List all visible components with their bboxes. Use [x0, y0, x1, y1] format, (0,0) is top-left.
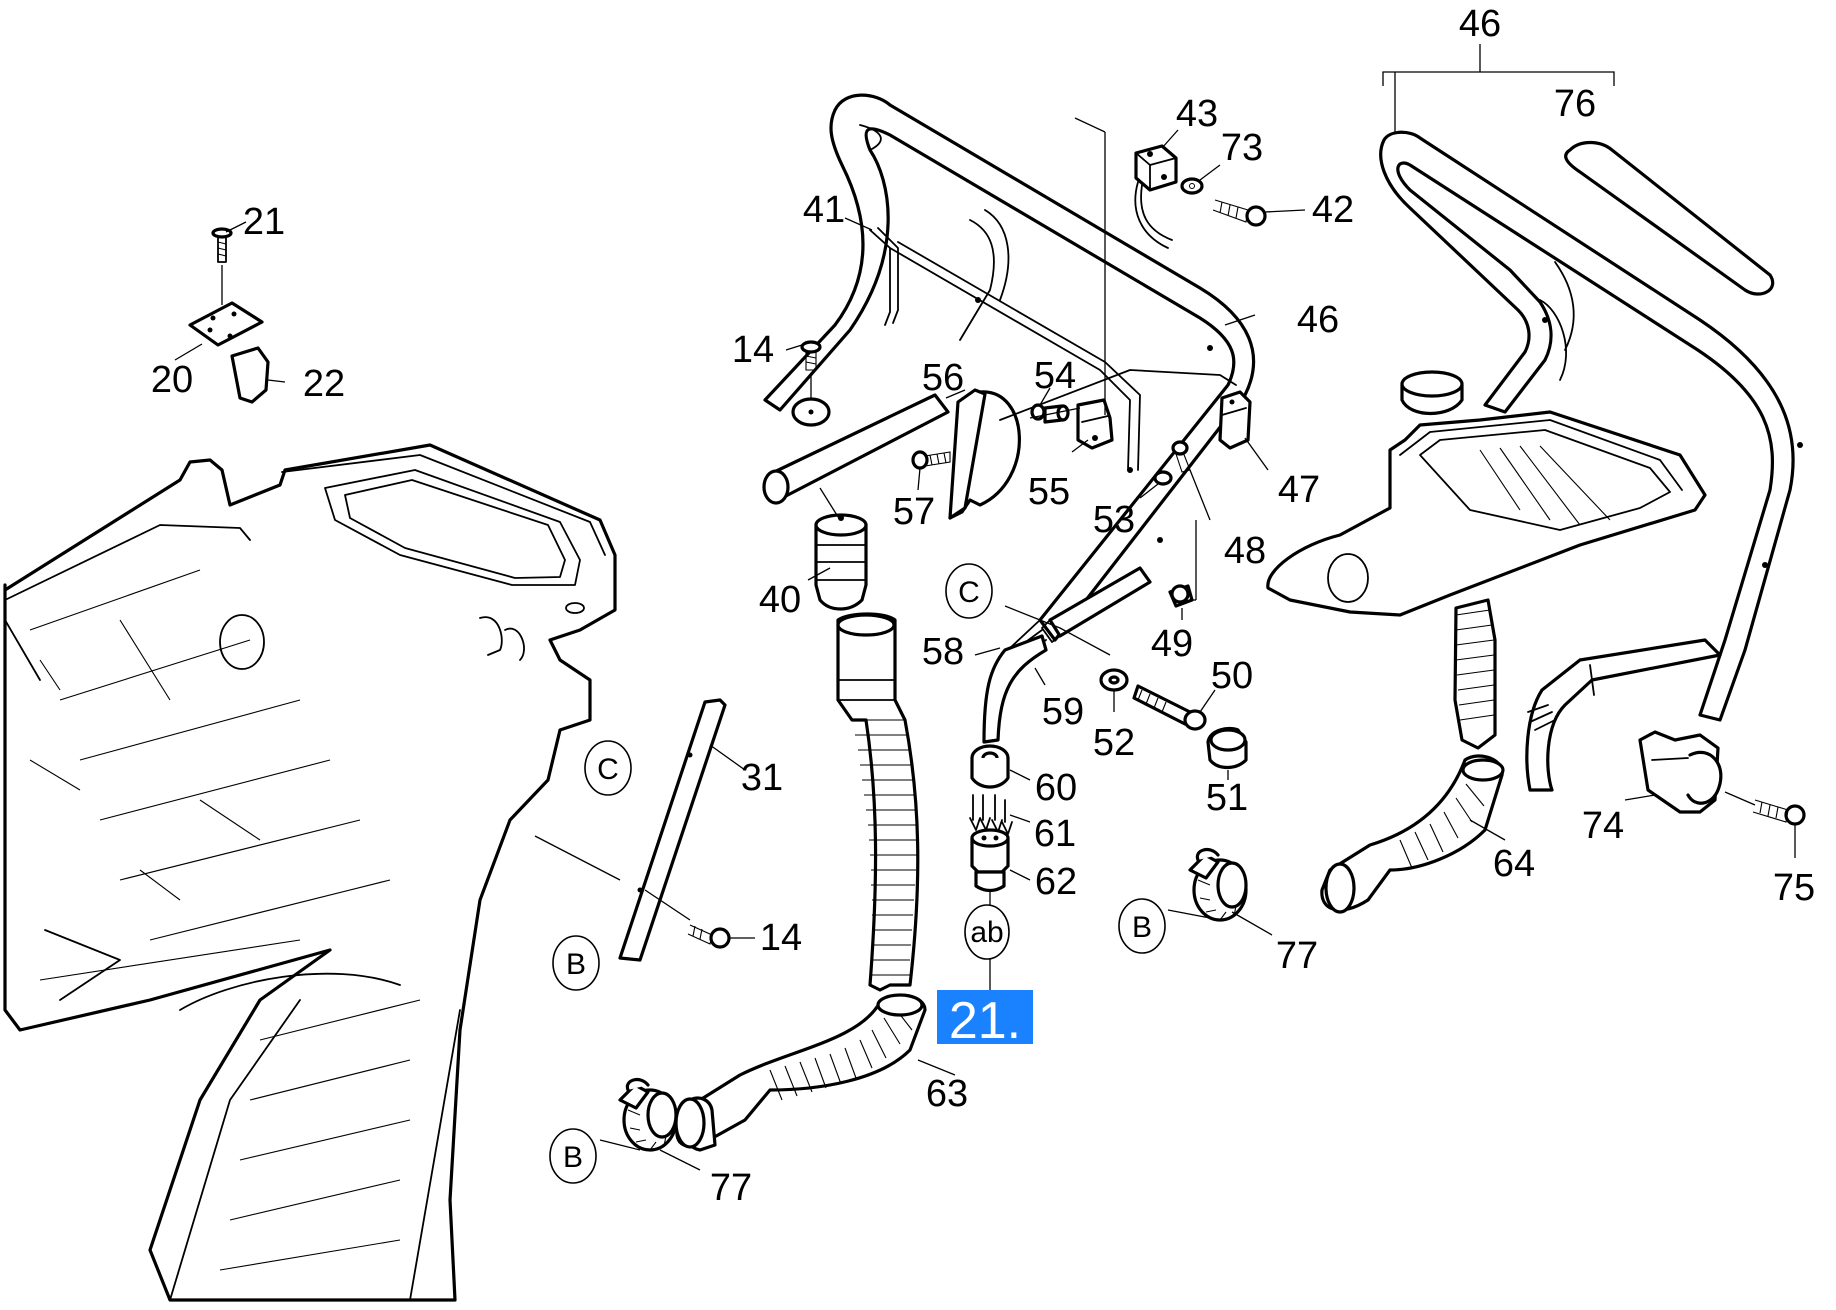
- ref-letter: C: [958, 576, 980, 609]
- callout-59: 59: [1042, 691, 1084, 733]
- callout-46-mid: 46: [1297, 299, 1339, 341]
- ref-letter: B: [1132, 911, 1152, 944]
- ref-B-bottom: B: [549, 1128, 597, 1184]
- highlight-label: 21.: [949, 992, 1021, 1050]
- callout-47: 47: [1278, 469, 1320, 511]
- tube-40: [762, 393, 950, 611]
- callout-31: 31: [741, 757, 783, 799]
- callout-14-top: 14: [732, 329, 774, 371]
- ref-letter: C: [597, 753, 619, 786]
- right-tank-body: [1266, 370, 1707, 617]
- ref-C-left: C: [584, 740, 632, 796]
- callout-62: 62: [1035, 861, 1077, 903]
- callout-20: 20: [151, 359, 193, 401]
- ref-letter: B: [566, 948, 586, 981]
- callout-76: 76: [1554, 83, 1596, 125]
- callout-75: 75: [1773, 867, 1815, 909]
- callout-51: 51: [1206, 777, 1248, 819]
- small-parts-52-50-51: [1099, 668, 1248, 780]
- callout-56: 56: [922, 357, 964, 399]
- callout-60: 60: [1035, 767, 1077, 809]
- small-parts-54-55-53: [1029, 387, 1173, 499]
- switch-43: [1074, 117, 1306, 415]
- callout-55: 55: [1028, 471, 1070, 513]
- callout-73: 73: [1221, 127, 1263, 169]
- callout-50: 50: [1211, 655, 1253, 697]
- callout-43: 43: [1176, 93, 1218, 135]
- callout-40: 40: [759, 579, 801, 621]
- callout-74: 74: [1582, 805, 1624, 847]
- callout-46-top: 46: [1459, 3, 1501, 45]
- callout-14-bottom: 14: [760, 917, 802, 959]
- highlight-21[interactable]: 21.: [937, 990, 1033, 1050]
- ref-B-right: B: [1118, 898, 1166, 954]
- hose-clamp-77-right: [1167, 847, 1273, 936]
- callout-53: 53: [1093, 499, 1135, 541]
- plate-56: [911, 388, 1021, 520]
- callout-61: 61: [1034, 813, 1076, 855]
- rod-41: [844, 217, 1141, 471]
- right-handle-frame: [1379, 130, 1803, 792]
- callout-22: 22: [303, 363, 345, 405]
- clip-74-screw-75: [1624, 730, 1806, 858]
- callout-49: 49: [1151, 623, 1193, 665]
- screw-14-top: [785, 340, 831, 427]
- callout-58: 58: [922, 631, 964, 673]
- bracket-46: [1382, 44, 1615, 132]
- ref-B-left: B: [552, 935, 600, 991]
- left-tank-body: [3, 443, 617, 1302]
- cable-58-59: [974, 566, 1152, 744]
- callout-42: 42: [1312, 189, 1354, 231]
- small-parts-47-48-49: [999, 369, 1269, 620]
- callout-48: 48: [1224, 530, 1266, 572]
- callout-21: 21: [243, 201, 285, 243]
- callout-77-left: 77: [710, 1167, 752, 1209]
- ref-letter: B: [563, 1141, 583, 1174]
- hose-clamp-77-left: [599, 1077, 701, 1171]
- strip-31: [534, 698, 755, 962]
- highlight-box: [937, 990, 1033, 1044]
- hose-63: [674, 612, 956, 1152]
- ref-C-mid: C: [945, 563, 993, 619]
- hose-64: [1320, 598, 1506, 914]
- callout-63: 63: [926, 1073, 968, 1115]
- callout-41: 41: [803, 189, 845, 231]
- callout-77-right: 77: [1276, 935, 1318, 977]
- center-handle-frame: [763, 93, 1256, 642]
- connector-60-61-62: [969, 744, 1031, 990]
- ref-ab: ab: [964, 904, 1010, 960]
- fastener-set-21-20-22: [174, 221, 286, 404]
- ref-letter: ab: [970, 916, 1003, 949]
- callout-52: 52: [1093, 722, 1135, 764]
- callout-57: 57: [893, 491, 935, 533]
- callout-54: 54: [1034, 355, 1076, 397]
- callout-labels: 46 76 43 73 42 41 21 14 56 54 46 20 22 5…: [151, 3, 1815, 1209]
- callout-64: 64: [1493, 843, 1535, 885]
